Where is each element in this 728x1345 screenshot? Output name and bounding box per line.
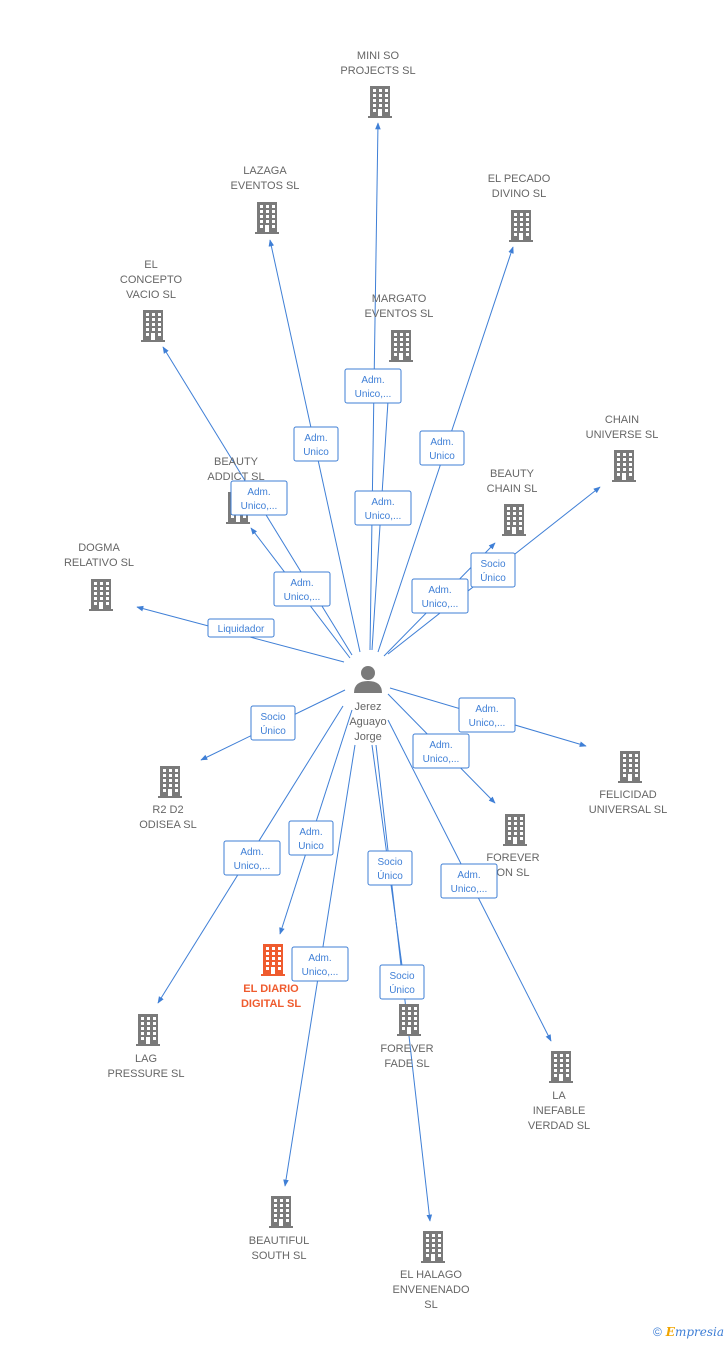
building-icon <box>612 450 636 482</box>
relation-badge-el-diario-digital[interactable]: Adm.Unico <box>288 820 334 856</box>
building-icon <box>89 579 113 611</box>
relation-badge-dogma-relativo[interactable]: Liquidador <box>207 618 275 638</box>
relation-label: Liquidador <box>218 624 265 635</box>
building-icon <box>261 944 285 976</box>
relation-label: Adm.Unico <box>429 437 455 462</box>
relation-badge-felicidad-universal[interactable]: Adm.Unico,... <box>458 697 516 733</box>
brand-logo: Empresia <box>665 1325 724 1339</box>
relation-badge-la-inefable-verdad[interactable]: Adm.Unico,... <box>440 863 498 899</box>
relation-label: Adm.Unico,... <box>365 497 402 522</box>
building-icon <box>136 1014 160 1046</box>
building-icon <box>158 766 182 798</box>
building-icon <box>389 330 413 362</box>
relation-label: Adm.Unico,... <box>422 585 459 610</box>
relation-label: Adm.Unico,... <box>469 704 506 729</box>
relation-label: Adm.Unico,... <box>302 953 339 978</box>
relation-badge-margato-eventos[interactable]: Adm.Unico,... <box>354 490 412 526</box>
relation-label: Adm.Unico,... <box>284 578 321 603</box>
relation-badge-beauty-chain[interactable]: Adm.Unico,... <box>411 578 469 614</box>
relation-badge-lag-pressure[interactable]: Adm.Unico,... <box>223 840 281 876</box>
building-icon <box>368 86 392 118</box>
relation-badge-mini-so-projects[interactable]: Adm.Unico,... <box>344 368 402 404</box>
building-icon <box>141 310 165 342</box>
building-icon <box>255 202 279 234</box>
relation-badge-el-concepto-vacio[interactable]: Adm.Unico,... <box>230 480 288 516</box>
person-icon <box>354 666 382 693</box>
relation-label: Adm.Unico,... <box>241 487 278 512</box>
relation-label: Adm.Unico,... <box>234 847 271 872</box>
badges-layer: Adm.Unico,...Adm.Unico,...Adm.UnicoAdm.U… <box>207 368 516 1000</box>
relation-label: Adm.Unico,... <box>423 740 460 765</box>
building-icon <box>509 210 533 242</box>
footer-credit: ©Empresia <box>653 1325 724 1339</box>
relation-label: Adm.Unico,... <box>451 870 488 895</box>
relation-badge-lazaga-eventos[interactable]: Adm.Unico <box>293 426 339 462</box>
building-icon <box>618 751 642 783</box>
building-icon <box>502 504 526 536</box>
building-icon <box>397 1004 421 1036</box>
relation-badge-forever-on[interactable]: Adm.Unico,... <box>412 733 470 769</box>
building-icon <box>549 1051 573 1083</box>
building-icon <box>269 1196 293 1228</box>
relation-label: Adm.Unico <box>298 827 324 852</box>
relation-label: Adm.Unico,... <box>355 375 392 400</box>
building-icon <box>421 1231 445 1263</box>
copyright-icon: © <box>652 1325 662 1339</box>
relation-badge-el-pecado-divino[interactable]: Adm.Unico <box>419 430 465 466</box>
relation-label: Adm.Unico <box>303 433 329 458</box>
building-icon <box>503 814 527 846</box>
relation-badge-beauty-addict[interactable]: Adm.Unico,... <box>273 571 331 607</box>
relation-badge-beautiful-south[interactable]: Adm.Unico,... <box>291 946 349 982</box>
